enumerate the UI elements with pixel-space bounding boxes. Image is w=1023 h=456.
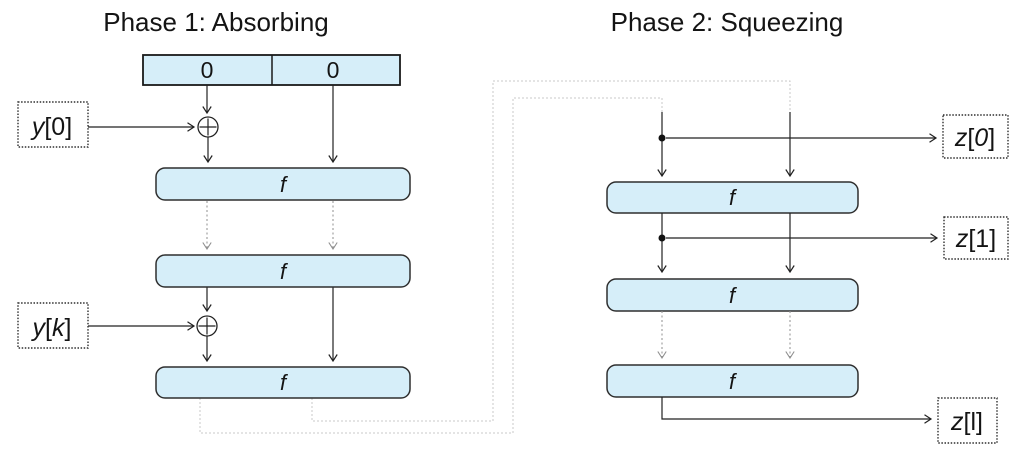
squeeze-f-block-3-label: f — [729, 369, 738, 394]
squeeze-f-block-2-label: f — [729, 283, 738, 308]
output-label-zl-box — [937, 397, 998, 444]
squeeze-f-block-1-box — [606, 181, 859, 214]
phase2-title: Phase 2: Squeezing — [611, 7, 844, 37]
output-label-z0: z[0] — [942, 114, 1009, 159]
absorb-f-block-1-box — [155, 167, 411, 201]
squeeze-f-block-1: f — [606, 181, 859, 214]
input-label-y0: y[0] — [17, 101, 89, 148]
absorb-f-block-3-label: f — [280, 370, 289, 395]
arrow-to-zl — [661, 397, 933, 424]
absorb-f-block-3-box — [155, 366, 411, 399]
register-cell-1: 0 — [327, 57, 340, 83]
state-wrap-connector-right — [311, 80, 791, 422]
squeeze-f-block-3-box — [606, 364, 859, 398]
absorb-f-block-1-label: f — [280, 172, 289, 197]
junction-dot-z1 — [658, 234, 666, 242]
output-label-zl-text: z[l] — [950, 408, 983, 436]
absorb-f-block-2-label: f — [280, 259, 289, 284]
output-label-zl: z[l] — [937, 397, 998, 444]
phase1-title: Phase 1: Absorbing — [103, 7, 329, 37]
xor1-icon — [197, 116, 219, 138]
output-label-z0-text: z[0] — [954, 124, 995, 152]
output-label-z1: z[1] — [943, 216, 1009, 260]
junction-dot-z0 — [658, 134, 666, 142]
output-label-z1-box — [943, 216, 1009, 260]
input-label-y0-text: y[0] — [30, 113, 72, 141]
xor2-icon — [196, 315, 218, 337]
state-register: 0 0 — [142, 54, 401, 86]
output-label-z0-box — [942, 114, 1009, 159]
output-label-z1-text: z[1] — [955, 225, 996, 253]
input-label-yk: y[k] — [17, 302, 89, 349]
absorb-f-block-2-box — [155, 254, 411, 288]
squeeze-f-block-2: f — [606, 278, 859, 312]
squeeze-f-block-2-box — [606, 278, 859, 312]
state-wrap-connector-left — [199, 97, 663, 434]
input-label-y0-box — [17, 101, 89, 148]
input-label-yk-box — [17, 302, 89, 349]
squeeze-f-block-3: f — [606, 364, 859, 398]
register-cell-0: 0 — [201, 57, 214, 83]
squeeze-f-block-1-label: f — [729, 185, 738, 210]
absorb-f-block-1: f — [155, 167, 411, 201]
absorb-f-block-2: f — [155, 254, 411, 288]
absorb-f-block-3: f — [155, 366, 411, 399]
input-label-yk-text: y[k] — [31, 314, 72, 342]
